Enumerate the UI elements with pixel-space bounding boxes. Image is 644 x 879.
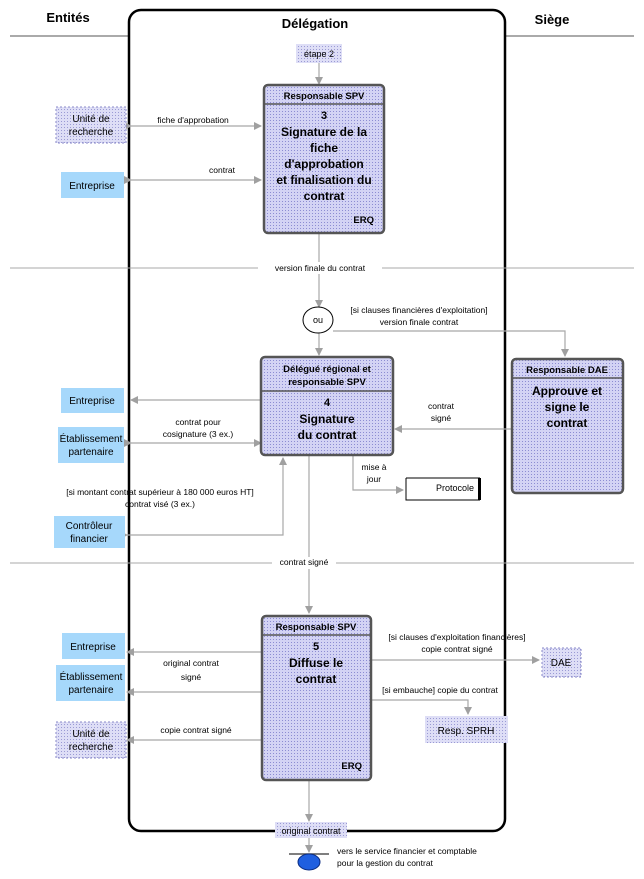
unite1-line1: Unité de (72, 114, 110, 125)
header-entites: Entités (46, 10, 89, 25)
dae-entity-label: DAE (551, 658, 572, 669)
etab2-line1: Établissement (60, 670, 123, 683)
dae-title-2: signe le (545, 400, 590, 414)
entity-unite-recherche-1[interactable]: Unité de recherche (55, 106, 127, 144)
etab1-line1: Établissement (60, 432, 123, 445)
protocole-label: Protocole (436, 483, 474, 493)
etab2-line2: partenaire (68, 685, 113, 696)
label-embauche: [si embauche] copie du contrat (382, 685, 498, 695)
label-cosignature-2: cosignature (3 ex.) (163, 429, 234, 439)
label-montant-1: [si montant contrat supérieur à 180 000 … (66, 487, 254, 497)
label-mise-a-jour-1: mise à (361, 462, 386, 472)
label-contrat-signe-right-2: signé (431, 413, 452, 423)
header-siege: Siège (535, 12, 570, 27)
entity-entreprise-3[interactable]: Entreprise (62, 633, 125, 659)
process-box-4[interactable]: Délégué régional et responsable SPV 4 Si… (259, 355, 395, 457)
controleur-line1: Contrôleur (66, 521, 113, 532)
label-clauses-fin-2: version finale contrat (380, 317, 459, 327)
label-original-signe-2: signé (181, 672, 202, 682)
entity-etablissement-2[interactable]: Établissement partenaire (56, 665, 125, 701)
label-contrat-signe-mid: contrat signé (280, 557, 329, 567)
label-mise-a-jour-2: jour (366, 474, 381, 484)
entity-entreprise-2[interactable]: Entreprise (61, 388, 124, 413)
entreprise2-label: Entreprise (69, 396, 115, 407)
entity-controleur[interactable]: Contrôleur financier (54, 516, 125, 548)
dae-title-1: Approuve et (532, 384, 602, 398)
terminal-symbol (289, 853, 329, 871)
label-copie-signe: copie contrat signé (160, 725, 232, 735)
label-montant-2: contrat visé (3 ex.) (125, 499, 195, 509)
label-version-finale: version finale du contrat (275, 263, 366, 273)
box3-role: Responsable SPV (284, 91, 365, 102)
original-contrat-label: original contrat (281, 826, 341, 836)
flow-box5-sprh (371, 699, 472, 715)
dae-role: Responsable DAE (526, 365, 608, 376)
box5-number: 5 (313, 641, 319, 653)
decision-ou-label: ou (313, 315, 323, 325)
unite2-line2: recherche (69, 742, 114, 753)
label-clauses-expl-2: copie contrat signé (421, 644, 493, 654)
box3-title-5: contrat (304, 189, 345, 203)
original-contrat-tag[interactable] (275, 822, 347, 838)
label-cosignature-1: contrat pour (175, 417, 221, 427)
entity-unite-recherche-2[interactable]: Unité de recherche (55, 721, 127, 759)
box3-number: 3 (321, 110, 327, 122)
entity-etablissement-1[interactable]: Établissement partenaire (58, 427, 124, 463)
protocole-document[interactable]: Protocole (405, 477, 481, 501)
entreprise3-label: Entreprise (70, 642, 116, 653)
label-clauses-expl-1: [si clauses d'exploitation financières] (388, 632, 525, 642)
box4-role-2: responsable SPV (288, 377, 366, 388)
process-box-3[interactable]: Responsable SPV 3 Signature de la fiche … (262, 83, 386, 235)
decision-ou[interactable] (302, 306, 334, 334)
box5-title-1: Diffuse le (289, 656, 343, 670)
process-box-5[interactable]: Responsable SPV 5 Diffuse le contrat ERQ (260, 614, 373, 782)
unite1-line2: recherche (69, 127, 114, 138)
box5-code: ERQ (341, 761, 362, 772)
box3-title-1: Signature de la (281, 125, 367, 139)
flow-ou-dae (333, 330, 569, 357)
flow-box4-protocole (352, 455, 404, 494)
label-fiche-approbation: fiche d'approbation (157, 115, 229, 125)
box4-title-1: Signature (299, 412, 355, 426)
label-clauses-fin-1: [si clauses financières d'exploitation] (350, 305, 487, 315)
label-vers-service-1: vers le service financier et comptable (337, 846, 477, 856)
box3-title-4: et finalisation du (276, 173, 371, 187)
dae-title-3: contrat (547, 416, 588, 430)
box4-number: 4 (324, 397, 331, 409)
sprh-label: Resp. SPRH (438, 726, 495, 737)
box3-code: ERQ (353, 215, 374, 226)
unite2-line1: Unité de (72, 729, 110, 740)
box3-title-3: d'approbation (284, 157, 364, 171)
label-contrat-signe-right-1: contrat (428, 401, 455, 411)
box5-role: Responsable SPV (276, 622, 357, 633)
box5-title-2: contrat (296, 672, 337, 686)
step-tag-label: étape 2 (304, 49, 334, 59)
entity-dae[interactable]: DAE (541, 647, 582, 678)
box4-title-2: du contrat (298, 428, 357, 442)
label-vers-service-2: pour la gestion du contrat (337, 858, 434, 868)
step-tag-box[interactable] (296, 44, 342, 63)
process-box-dae[interactable]: Responsable DAE Approuve et signe le con… (510, 357, 625, 495)
entity-resp-sprh[interactable]: Resp. SPRH (425, 716, 508, 743)
etab1-line2: partenaire (68, 447, 113, 458)
label-original-signe-1: original contrat (163, 658, 219, 668)
entreprise1-label: Entreprise (69, 181, 115, 192)
header-delegation: Délégation (282, 16, 349, 31)
box4-role-1: Délégué régional et (283, 364, 371, 375)
box3-title-2: fiche (310, 141, 338, 155)
entity-entreprise-1[interactable]: Entreprise (61, 172, 124, 198)
controleur-line2: financier (70, 534, 108, 545)
label-contrat: contrat (209, 165, 236, 175)
flow-controleur-box4 (120, 457, 287, 539)
